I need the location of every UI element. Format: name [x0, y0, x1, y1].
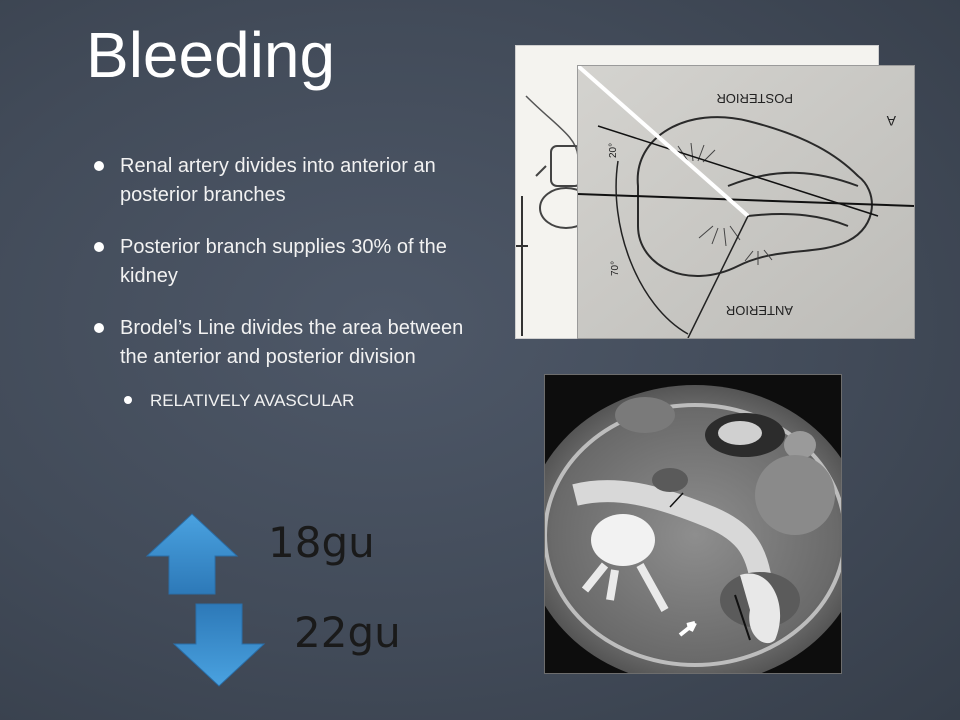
bullet-dot-icon [94, 323, 104, 333]
up-value-label: 18gu [268, 518, 375, 567]
ct-scan-illustration-icon [545, 385, 841, 673]
bullet-dot-icon [124, 396, 132, 404]
down-value-label: 22gu [294, 608, 401, 657]
angle-bottom-label: 70° [610, 261, 621, 276]
bullet-dot-icon [94, 161, 104, 171]
sub-bullet-avascular: RELATIVELY AVASCULAR [124, 389, 472, 413]
up-arrow-icon [145, 513, 239, 595]
bullet-brodels-line: Brodel’s Line divides the area between t… [92, 314, 472, 372]
bullet-list: Renal artery divides into anterior an po… [92, 152, 472, 413]
angle-top-label: 20° [608, 143, 619, 158]
kidney-diagram-icon: POSTERIOR ANTERIOR A 20° 70° [578, 66, 914, 338]
bullet-renal-artery: Renal artery divides into anterior an po… [92, 152, 472, 210]
panel-letter-label: A [886, 113, 896, 129]
bullet-text: Posterior branch supplies 30% of the kid… [120, 236, 447, 287]
bullet-text: Renal artery divides into anterior an po… [120, 155, 436, 206]
bullet-posterior-branch: Posterior branch supplies 30% of the kid… [92, 233, 472, 291]
sub-bullet-text: RELATIVELY AVASCULAR [150, 391, 355, 410]
brodels-line-diagram: POSTERIOR ANTERIOR A 20° 70° [577, 65, 915, 339]
down-arrow-icon [172, 603, 266, 687]
posterior-label: POSTERIOR [716, 91, 793, 106]
anterior-label: ANTERIOR [726, 303, 793, 318]
ct-scan-image [544, 374, 842, 674]
bullet-text: Brodel’s Line divides the area between t… [120, 317, 464, 368]
bullet-dot-icon [94, 242, 104, 252]
slide-title: Bleeding [86, 19, 336, 91]
